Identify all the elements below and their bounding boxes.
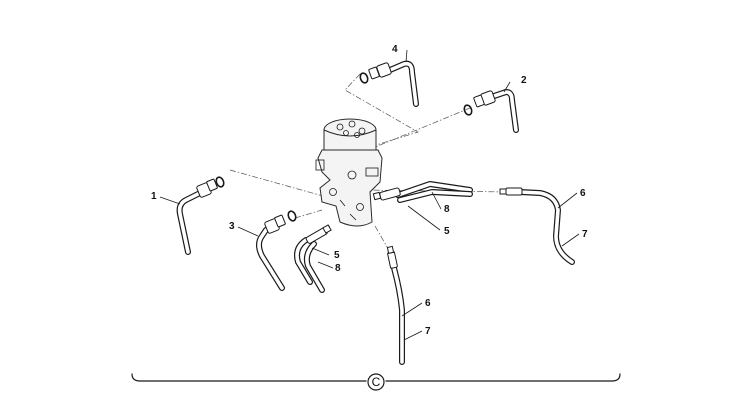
section-letter: C <box>372 375 381 389</box>
callout-5-right: 5 <box>444 226 450 237</box>
pipe-part-1 <box>176 176 225 255</box>
callout-labels: 1 2 3 4 5 5 6 6 7 7 8 8 <box>151 44 588 337</box>
section-marker: C <box>367 373 385 391</box>
callout-1: 1 <box>151 191 157 202</box>
section-brace <box>131 373 621 382</box>
callout-2: 2 <box>521 75 527 86</box>
callout-8-right: 8 <box>444 204 450 215</box>
callout-8-left: 8 <box>335 263 341 274</box>
hose-right <box>372 181 473 203</box>
hose-part-6-7-lower <box>386 245 405 365</box>
callout-5-left: 5 <box>334 250 340 261</box>
pipe-part-2 <box>463 89 519 133</box>
callout-3: 3 <box>229 221 235 232</box>
pipe-part-3 <box>256 210 297 291</box>
hose-pair-left <box>294 224 332 293</box>
callout-4: 4 <box>392 44 398 55</box>
valve-body <box>315 118 383 227</box>
callout-leaders <box>159 49 580 341</box>
hose-part-6-7-right <box>499 187 575 265</box>
callout-6-lower: 6 <box>425 298 431 309</box>
callout-7-lower: 7 <box>425 326 431 337</box>
pipe-part-4 <box>359 60 419 107</box>
callout-6-right: 6 <box>580 188 586 199</box>
callout-7-right: 7 <box>582 229 588 240</box>
